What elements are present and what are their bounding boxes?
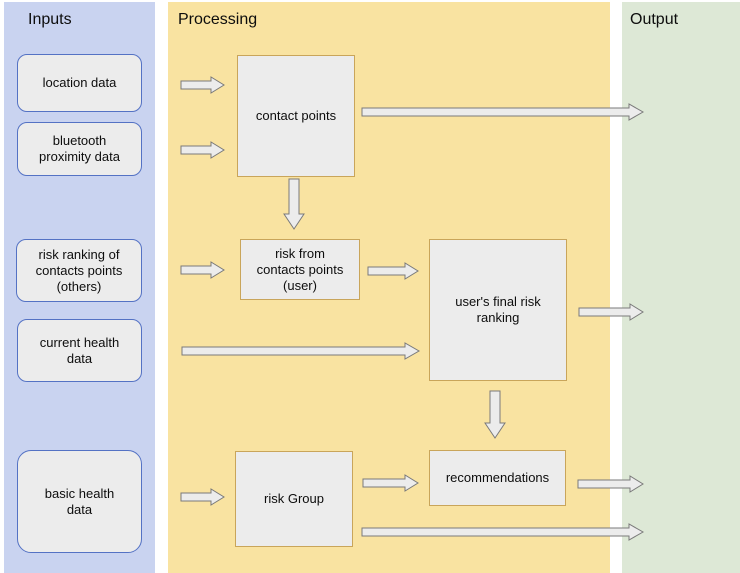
process-box-recommendations: recommendations xyxy=(429,450,566,506)
processing-column-header: Processing xyxy=(178,11,258,28)
inputs-column-header: Inputs xyxy=(28,11,72,28)
process-box-contact-points: contact points xyxy=(237,55,355,177)
input-box-bluetooth-proximity-data: bluetooth proximity data xyxy=(17,122,142,176)
input-box-risk-ranking-of-contacts: risk ranking of contacts points (others) xyxy=(16,239,142,302)
process-box-risk-group: risk Group xyxy=(235,451,353,547)
process-box-label: user's final risk ranking xyxy=(455,294,541,325)
input-box-label: bluetooth proximity data xyxy=(39,133,120,164)
output-column-header: Output xyxy=(630,11,679,28)
process-box-label: contact points xyxy=(255,108,337,123)
input-box-label: basic health data xyxy=(44,485,115,517)
output-column-background xyxy=(622,2,740,573)
input-box-current-health-data: current health data xyxy=(17,319,142,382)
process-box-risk-from-contacts: risk from contacts points (user) xyxy=(240,239,360,300)
process-box-label: risk Group xyxy=(264,491,324,506)
input-box-basic-health-data: basic health data xyxy=(17,450,142,553)
input-box-label: location data xyxy=(42,75,117,90)
input-box-label: risk ranking of contacts points (others) xyxy=(35,246,123,294)
input-box-location-data: location data xyxy=(17,54,142,112)
process-box-users-final-risk-ranking: user's final risk ranking xyxy=(429,239,567,381)
input-box-label: current health data xyxy=(39,334,120,366)
process-box-label: risk from contacts points (user) xyxy=(256,245,344,293)
process-box-label: recommendations xyxy=(445,470,550,485)
